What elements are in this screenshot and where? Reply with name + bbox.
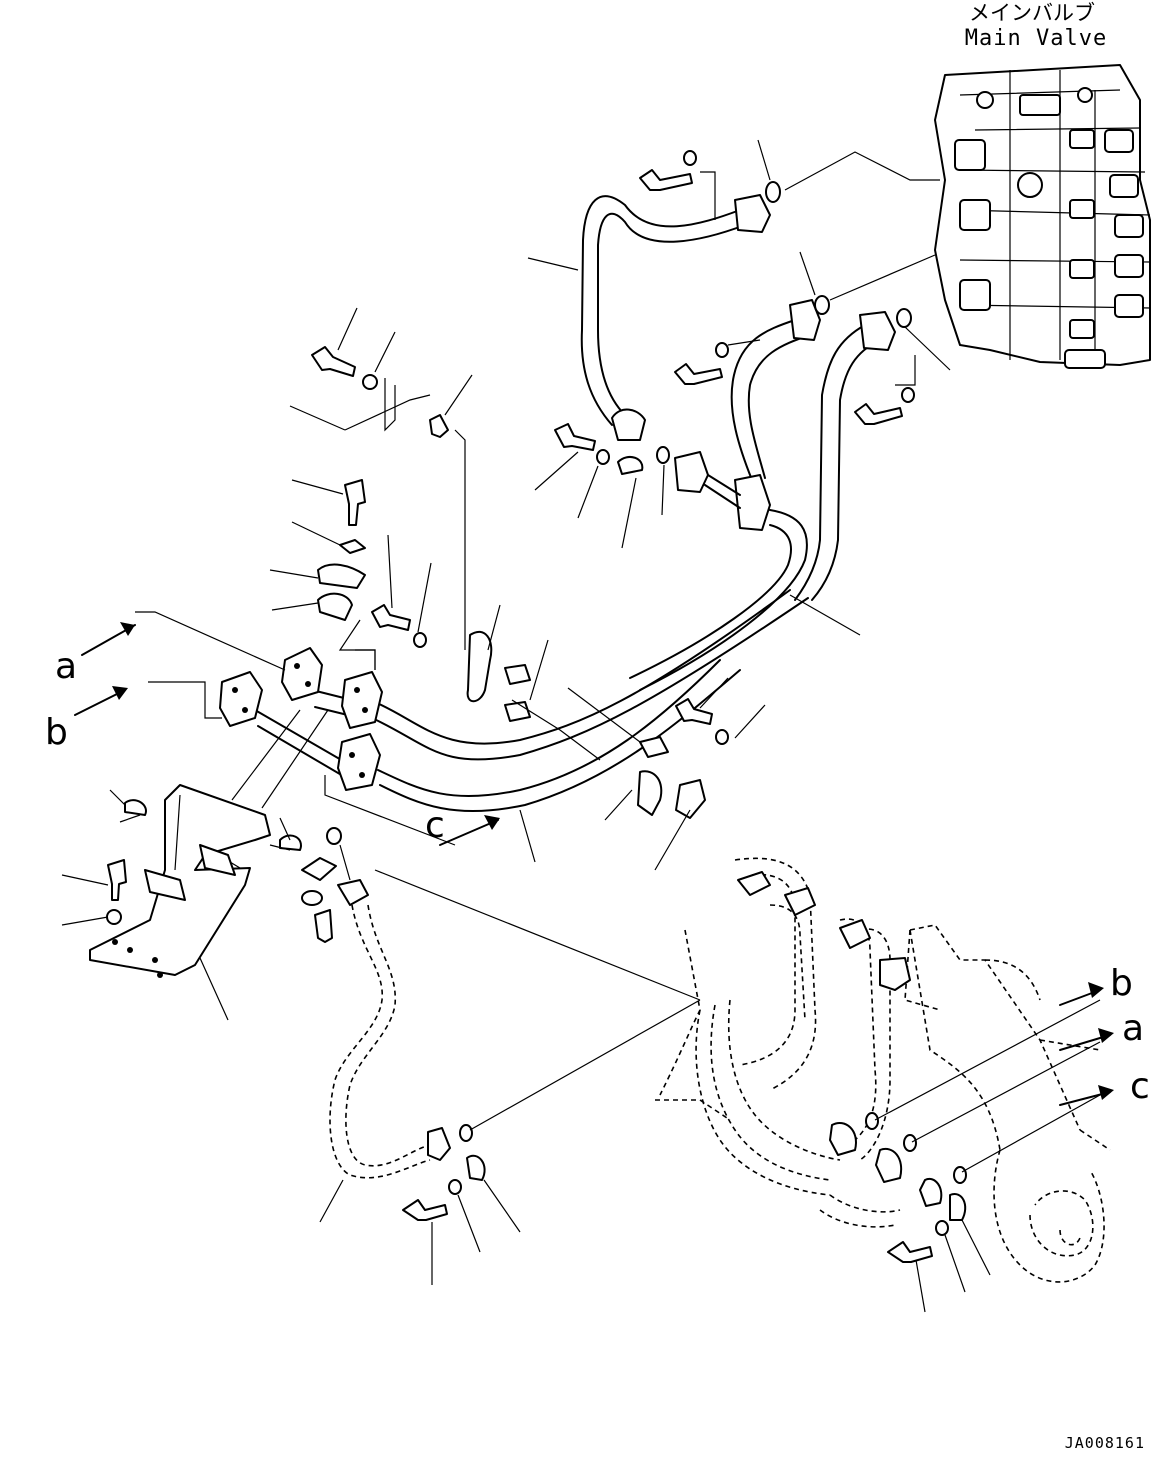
upper-pipe <box>527 139 940 441</box>
main-valve-label-en: Main Valve <box>965 26 1107 51</box>
middle-pipes <box>629 251 951 691</box>
pump-pipe <box>301 827 701 1285</box>
leader-lines <box>534 423 670 549</box>
drawing-code: JA008161 <box>1065 1434 1145 1452</box>
left-bracket <box>61 709 329 1021</box>
pump-assembly <box>655 857 1111 1313</box>
connection-arrows: a b c b a c <box>45 622 1150 1107</box>
left-clamp-assembly <box>269 307 473 670</box>
connection-label-c-right: c <box>1130 1066 1150 1107</box>
main-valve: メインバルブ Main Valve <box>934 1 1151 369</box>
connection-label-b-right: b <box>1110 963 1133 1004</box>
connection-label-b-left: b <box>45 712 68 753</box>
main-valve-label-jp: メインバルブ <box>969 1 1095 25</box>
connection-label-a-left: a <box>55 646 77 687</box>
connection-label-c-left: c <box>425 805 445 846</box>
connection-label-a-right: a <box>1122 1008 1144 1049</box>
lower-pipes <box>135 589 861 871</box>
